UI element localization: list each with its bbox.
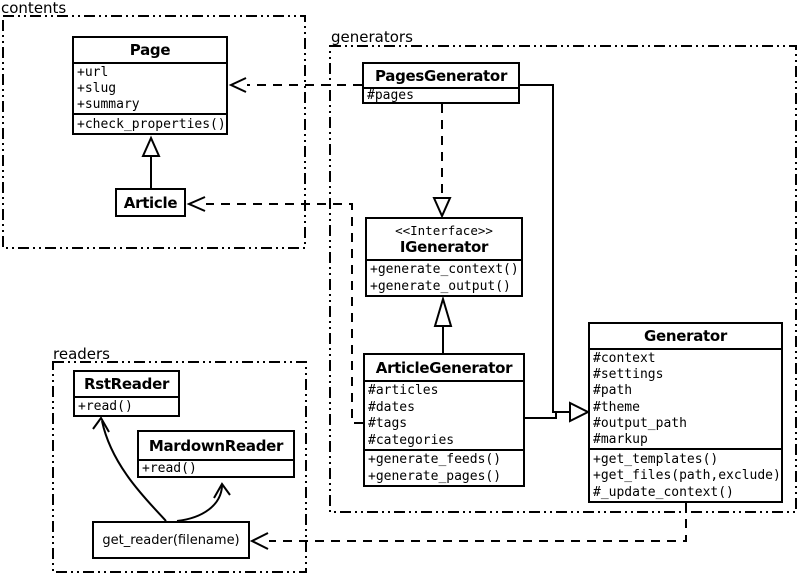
method: +generate_output() <box>370 278 511 294</box>
class-title: <<Interface>> IGenerator <box>367 219 521 259</box>
dependency-pagesgenerator-page <box>228 77 362 93</box>
class-title: ArticleGenerator <box>375 358 513 377</box>
package-label-generators: generators <box>331 28 413 46</box>
method: +get_templates() <box>593 451 719 467</box>
class-article: Article <box>115 188 186 217</box>
class-title: RstReader <box>83 375 170 393</box>
class-title: Generator <box>643 327 728 345</box>
package-label-readers: readers <box>53 345 110 363</box>
class-articlegenerator: ArticleGenerator #articles #dates #tags … <box>363 353 525 487</box>
dependency-articlegenerator-article <box>186 196 363 424</box>
attribute: +summary <box>77 97 140 112</box>
class-title: MardownReader <box>148 436 284 455</box>
generalization-generators-generator <box>520 84 591 423</box>
methods-section: +read() <box>75 396 178 415</box>
class-title: Article <box>123 193 178 212</box>
attributes-section: +url +slug +summary <box>74 62 226 113</box>
attribute: #theme <box>593 399 640 415</box>
class-title: Page <box>129 41 171 59</box>
methods-section: +check_properties() <box>74 113 226 133</box>
package-contents-border <box>2 15 306 249</box>
package-generators-border <box>329 45 797 513</box>
method: +read() <box>142 460 197 476</box>
method: +generate_context() <box>370 262 519 278</box>
function-label: get_reader(filename) <box>102 532 240 548</box>
methods-section: +generate_context() +generate_output() <box>367 259 521 295</box>
attribute: #output_path <box>593 415 687 431</box>
attribute: #categories <box>368 432 455 448</box>
class-mardownreader: MardownReader +read() <box>137 430 295 478</box>
attribute: #pages <box>367 88 414 102</box>
method: #_update_context() <box>593 484 734 500</box>
method: +generate_pages() <box>368 468 502 484</box>
package-label-contents: contents <box>1 0 67 17</box>
attribute: #markup <box>593 431 648 447</box>
attributes-section: #articles #dates #tags #categories <box>365 380 523 449</box>
attribute: #context <box>593 351 656 367</box>
attributes-section: #pages <box>364 87 518 102</box>
function-get-reader: get_reader(filename) <box>92 521 250 559</box>
attribute: #dates <box>368 399 415 415</box>
methods-section: +get_templates() +get_files(path,exclude… <box>590 448 781 501</box>
class-page: Page +url +slug +summary +check_properti… <box>72 36 228 135</box>
attribute: #articles <box>368 383 439 399</box>
methods-section: +read() <box>139 459 293 476</box>
class-name: IGenerator <box>399 237 489 256</box>
generalization-article-page <box>141 135 161 188</box>
method: +read() <box>78 399 133 414</box>
class-pagesgenerator: PagesGenerator #pages <box>362 62 520 104</box>
arrow-getreader-rstreader <box>92 416 167 522</box>
methods-section: +generate_feeds() +generate_pages() <box>365 449 523 485</box>
attributes-section: #context #settings #path #theme #output_… <box>590 348 781 448</box>
class-rstreader: RstReader +read() <box>73 370 180 417</box>
method: +generate_feeds() <box>368 452 502 468</box>
method: +get_files(path,exclude) <box>593 468 781 483</box>
class-igenerator: <<Interface>> IGenerator +generate_conte… <box>365 217 523 297</box>
realization-pagesgenerator-igenerator <box>432 104 452 219</box>
stereotype: <<Interface>> <box>395 222 493 238</box>
generalization-articlegenerator-igenerator <box>433 295 453 353</box>
attribute: #tags <box>368 416 408 432</box>
class-title: PagesGenerator <box>374 66 508 85</box>
class-generator: Generator #context #settings #path #them… <box>588 322 783 503</box>
method: +check_properties() <box>77 116 226 132</box>
package-readers-border <box>52 361 307 573</box>
arrow-getreader-mardownreader <box>176 482 231 522</box>
attribute: #settings <box>593 367 664 383</box>
dependency-generator-getreader <box>249 503 687 550</box>
attribute: +url <box>77 65 109 80</box>
attribute: +slug <box>77 81 117 96</box>
attribute: #path <box>593 383 633 399</box>
